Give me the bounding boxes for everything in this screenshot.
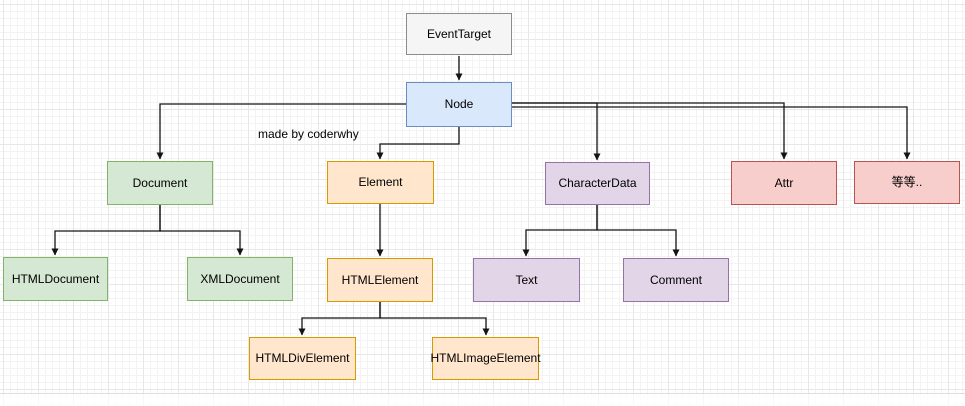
watermark-text: made by coderwhy [258,127,359,141]
node-node[interactable]: Node [406,82,512,127]
node-characterdata[interactable]: CharacterData [545,162,650,205]
edge-document-to-xmldocument [159,205,244,256]
node-attr[interactable]: Attr [731,161,837,205]
node-htmldocument[interactable]: HTMLDocument [3,257,108,301]
page-boundary [0,393,965,406]
node-etc[interactable]: 等等.. [854,161,960,204]
node-comment[interactable]: Comment [623,258,729,302]
edge-node-to-characterdata [512,102,601,161]
node-text[interactable]: Text [473,258,580,302]
edge-node-to-element [376,127,460,160]
node-htmldivelement[interactable]: HTMLDivElement [249,337,356,380]
edge-htmlelement-to-htmldivelement [298,302,381,336]
edge-node-to-etc [512,106,911,160]
node-htmlelement[interactable]: HTMLElement [327,258,433,302]
edge-characterdata-to-comment [596,205,680,257]
edge-htmlelement-to-htmlimageelement [379,302,490,336]
node-eventtarget[interactable]: EventTarget [406,13,512,55]
node-element[interactable]: Element [327,161,434,204]
edge-document-to-htmldocument [51,205,161,256]
edge-characterdata-to-text [522,205,598,257]
node-document[interactable]: Document [107,161,213,205]
node-htmlimageelement[interactable]: HTMLImageElement [430,337,541,380]
node-xmldocument[interactable]: XMLDocument [187,257,293,301]
edge-node-to-attr [512,102,788,160]
